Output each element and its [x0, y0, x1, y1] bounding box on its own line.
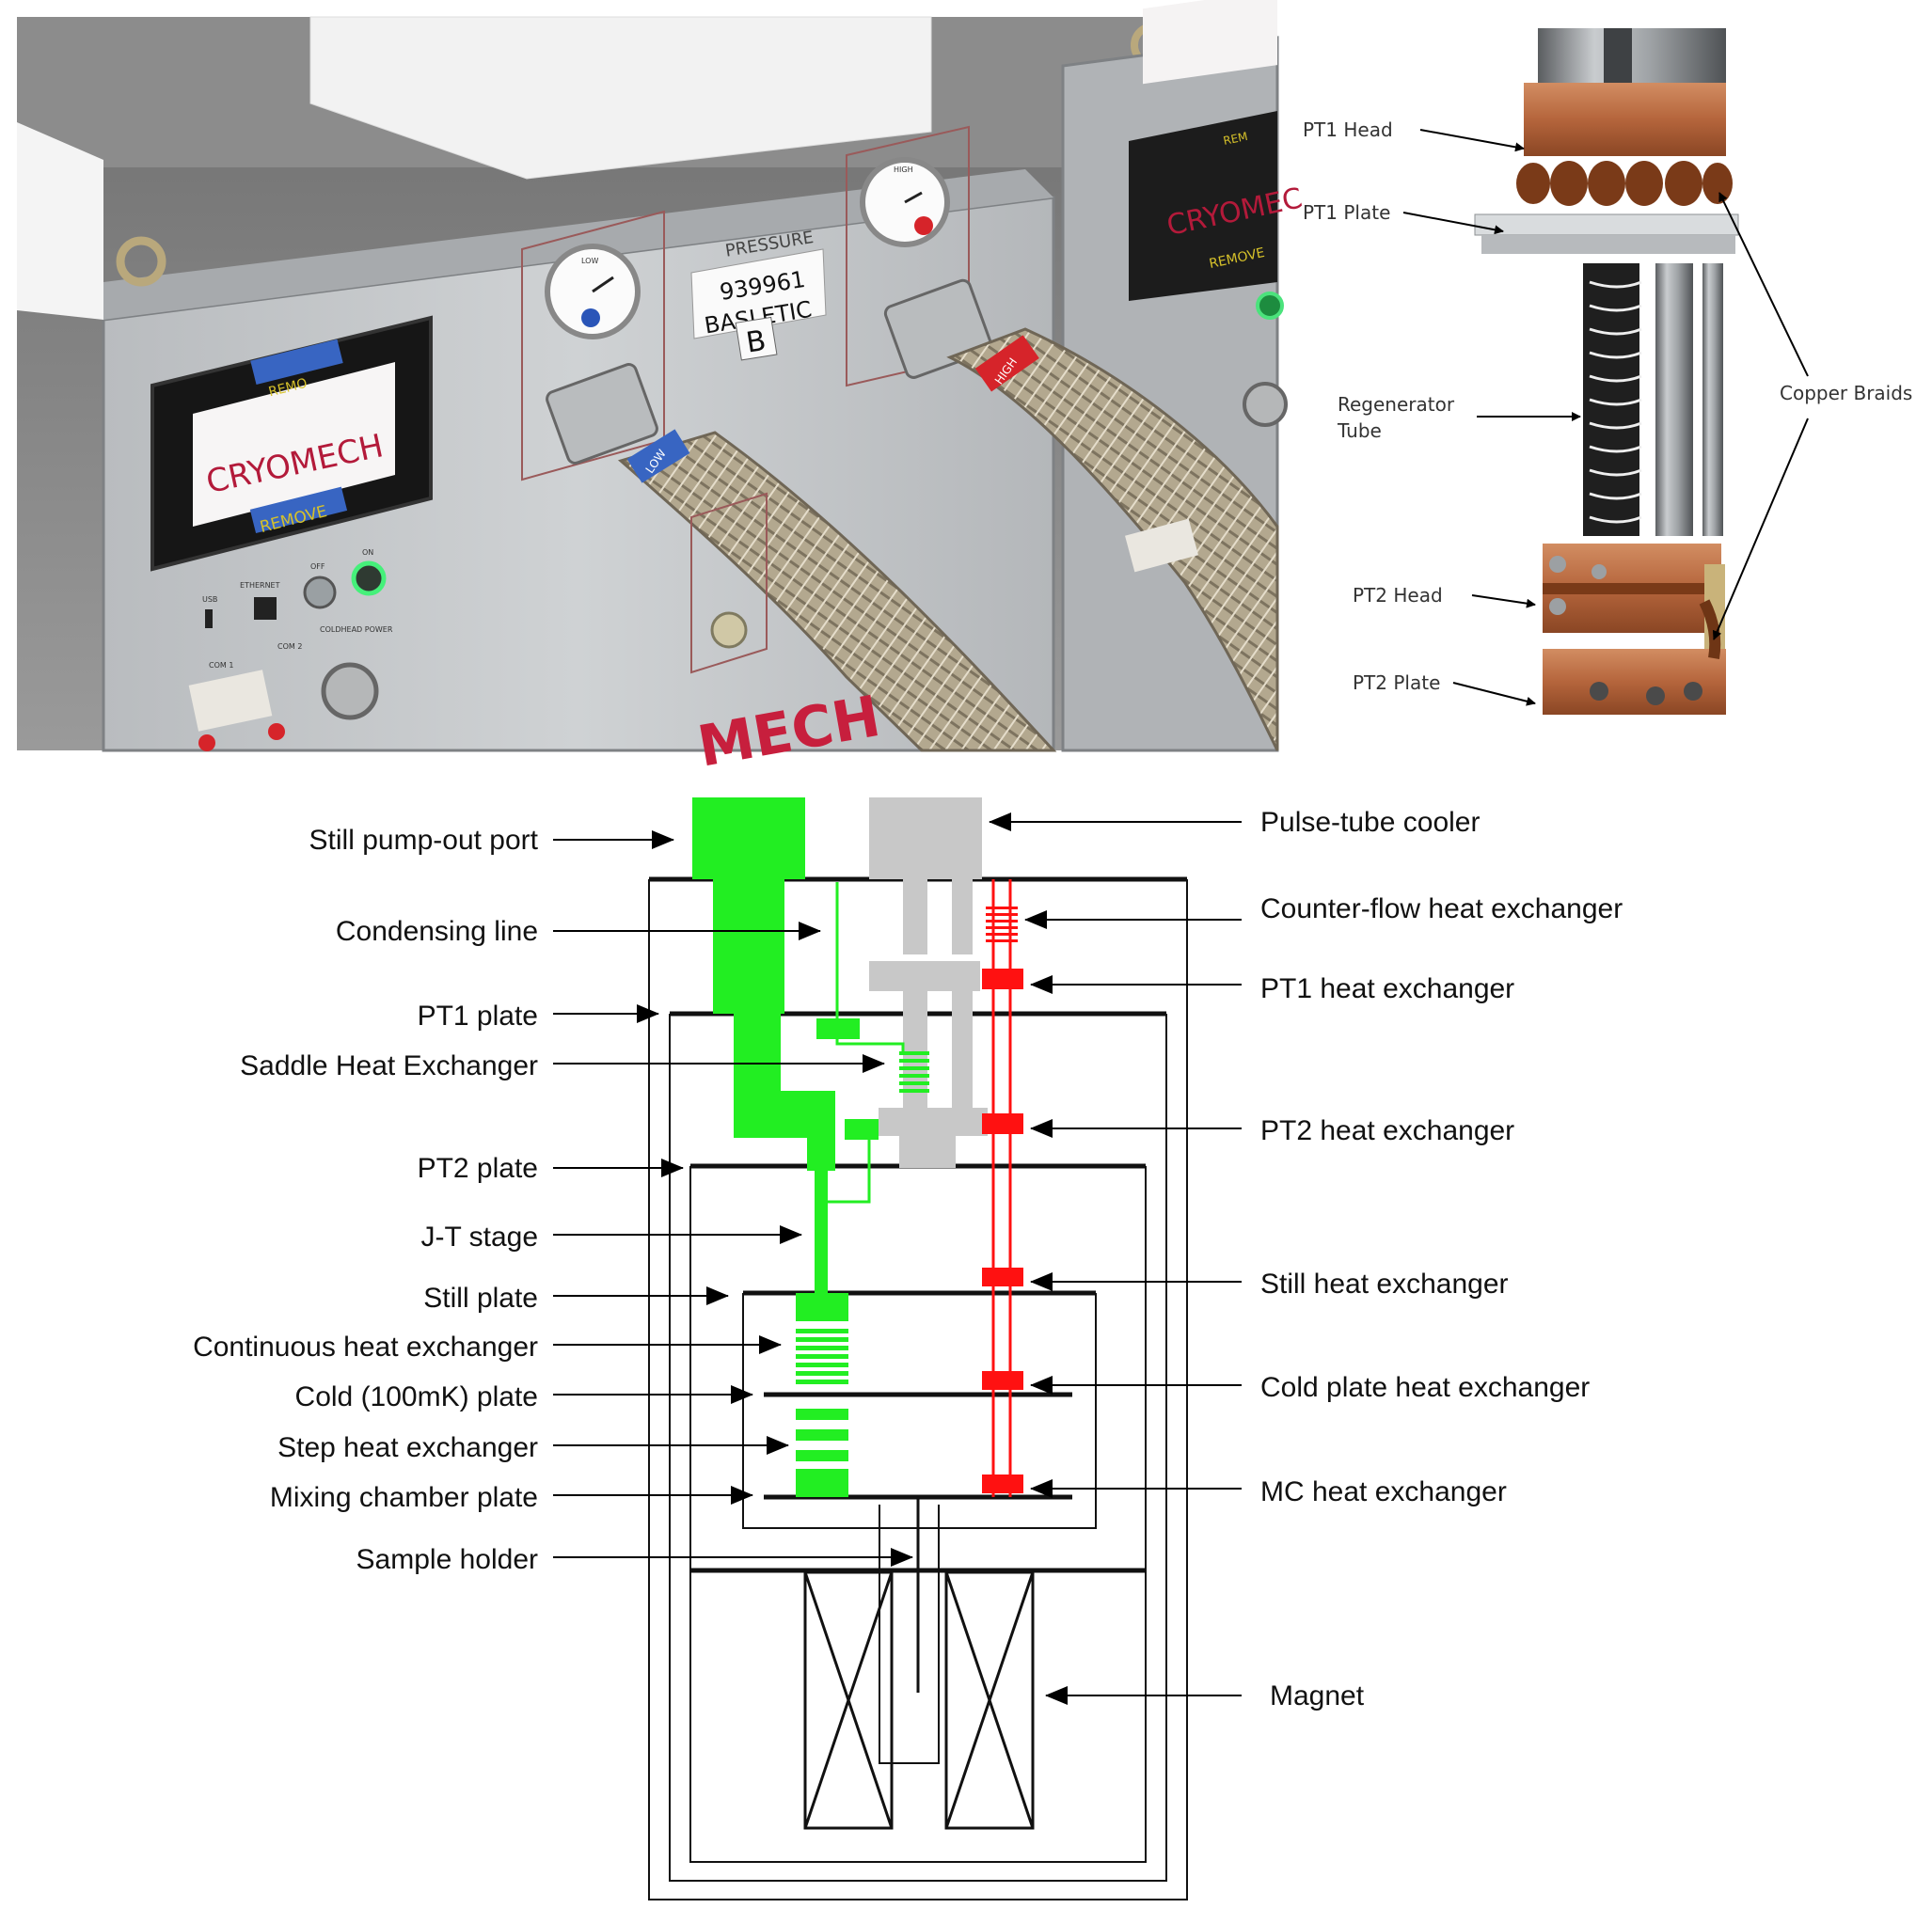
magnet-coils	[803, 1570, 1035, 1830]
svg-text:OFF: OFF	[310, 562, 325, 571]
pulse-tube-cooler	[869, 797, 988, 1168]
svg-text:ON: ON	[362, 548, 373, 557]
label-pt2-head: PT2 Head	[1353, 584, 1443, 607]
label-still-hx: Still heat exchanger	[1260, 1269, 1509, 1300]
label-copper-braids: Copper Braids	[1780, 382, 1912, 404]
label-step-hx: Step heat exchanger	[277, 1432, 538, 1463]
svg-text:COM 1: COM 1	[209, 661, 233, 670]
label-mc-hx: MC heat exchanger	[1260, 1476, 1507, 1507]
arrow-copper-braids-up	[1718, 192, 1809, 377]
arrow-copper-braids-down	[1712, 418, 1809, 640]
label-jt-stage: J-T stage	[421, 1222, 539, 1253]
left-label-arrows	[553, 830, 913, 1567]
pt1-shield	[669, 1014, 1167, 1882]
pt1-plate	[1474, 213, 1739, 236]
label-continuous-hx: Continuous heat exchanger	[193, 1332, 538, 1363]
right-label-arrows	[989, 812, 1242, 1705]
on-button	[351, 560, 387, 596]
svg-text:COM 2: COM 2	[277, 642, 302, 651]
label-pt2-plate-schematic: PT2 plate	[418, 1153, 538, 1184]
svg-text:ETHERNET: ETHERNET	[240, 581, 280, 590]
saddle-heat-exchanger	[899, 1051, 929, 1093]
arrow-pt2-plate	[1452, 682, 1536, 706]
label-condensing-line: Condensing line	[336, 916, 538, 947]
condensing-green-line	[828, 882, 905, 1204]
pt1-heat-exchanger	[982, 969, 1023, 989]
still-pumping-line	[692, 797, 848, 1321]
label-sample-holder: Sample holder	[356, 1544, 538, 1575]
low-pressure-hose	[617, 431, 1057, 752]
dilution-fridge-schematic	[648, 797, 1188, 1900]
pulse-tube-photo	[1474, 28, 1739, 715]
label-counterflow-hx: Counter-flow heat exchanger	[1260, 893, 1623, 924]
label-pt1-plate: PT1 Plate	[1303, 201, 1390, 224]
second-unit-tape-top: REM	[1222, 130, 1249, 148]
arrow-pt1-head	[1419, 129, 1525, 152]
arrow-pt2-head	[1471, 594, 1536, 608]
pt2-heat-exchanger	[982, 1113, 1023, 1134]
outer-vacuum-can	[648, 879, 1188, 1900]
label-cold-plate: Cold (100mK) plate	[295, 1381, 538, 1412]
arrow-pt1-plate	[1402, 212, 1504, 235]
sample-tail	[879, 1505, 940, 1764]
pulse-tube-labels: PT1 Head PT1 Plate Regenerator Tube Copp…	[1303, 118, 1912, 706]
right-labels: Pulse-tube cooler Counter-flow heat exch…	[1260, 807, 1623, 1711]
ethernet-port	[254, 597, 277, 620]
label-pulse-tube-cooler: Pulse-tube cooler	[1260, 807, 1480, 838]
foam-block	[309, 16, 932, 180]
eye-bolt	[116, 236, 166, 287]
svg-text:USB: USB	[202, 595, 217, 604]
high-gauge-label: HIGH	[894, 166, 913, 174]
compressor-photo: CRYOMEC REM REMOVE REMO REMOVE CRYOMECH …	[17, 0, 1306, 781]
label-pt2-plate: PT2 Plate	[1353, 671, 1440, 694]
label-mc-plate: Mixing chamber plate	[270, 1482, 538, 1513]
continuous-heat-exchanger	[796, 1329, 848, 1384]
off-button	[303, 576, 337, 609]
label-saddle-hx: Saddle Heat Exchanger	[240, 1050, 538, 1081]
svg-text:COLDHEAD POWER: COLDHEAD POWER	[320, 625, 393, 634]
magnet-can	[689, 1570, 1147, 1863]
usb-port	[205, 609, 213, 628]
label-pt2-hx: PT2 heat exchanger	[1260, 1115, 1514, 1146]
label-cold-plate-hx: Cold plate heat exchanger	[1260, 1372, 1590, 1403]
label-pt1-head: PT1 Head	[1303, 118, 1393, 141]
low-gauge-label: LOW	[581, 257, 598, 265]
label-pt1-plate-schematic: PT1 plate	[418, 1001, 538, 1032]
step-heat-exchanger	[796, 1409, 848, 1497]
still-heat-exchanger	[982, 1268, 1023, 1286]
mc-heat-exchanger	[982, 1475, 1023, 1493]
label-regenerator-line2: Tube	[1337, 419, 1382, 442]
pt1-head	[1524, 83, 1726, 156]
panel-labels: USB ETHERNET OFF ON COM 1 COM 2 COLDHEAD…	[202, 548, 393, 670]
left-labels: Still pump-out port Condensing line PT1 …	[193, 825, 539, 1575]
pt2-plate	[1543, 649, 1726, 715]
label-regenerator-line1: Regenerator	[1338, 393, 1455, 416]
label-magnet: Magnet	[1270, 1680, 1365, 1711]
cold-plate-heat-exchanger	[982, 1371, 1023, 1390]
label-pt1-hx: PT1 heat exchanger	[1260, 973, 1514, 1004]
label-still-plate: Still plate	[423, 1283, 538, 1314]
counter-flow-heat-exchanger	[986, 907, 1018, 942]
label-still-pumpout: Still pump-out port	[309, 825, 539, 856]
